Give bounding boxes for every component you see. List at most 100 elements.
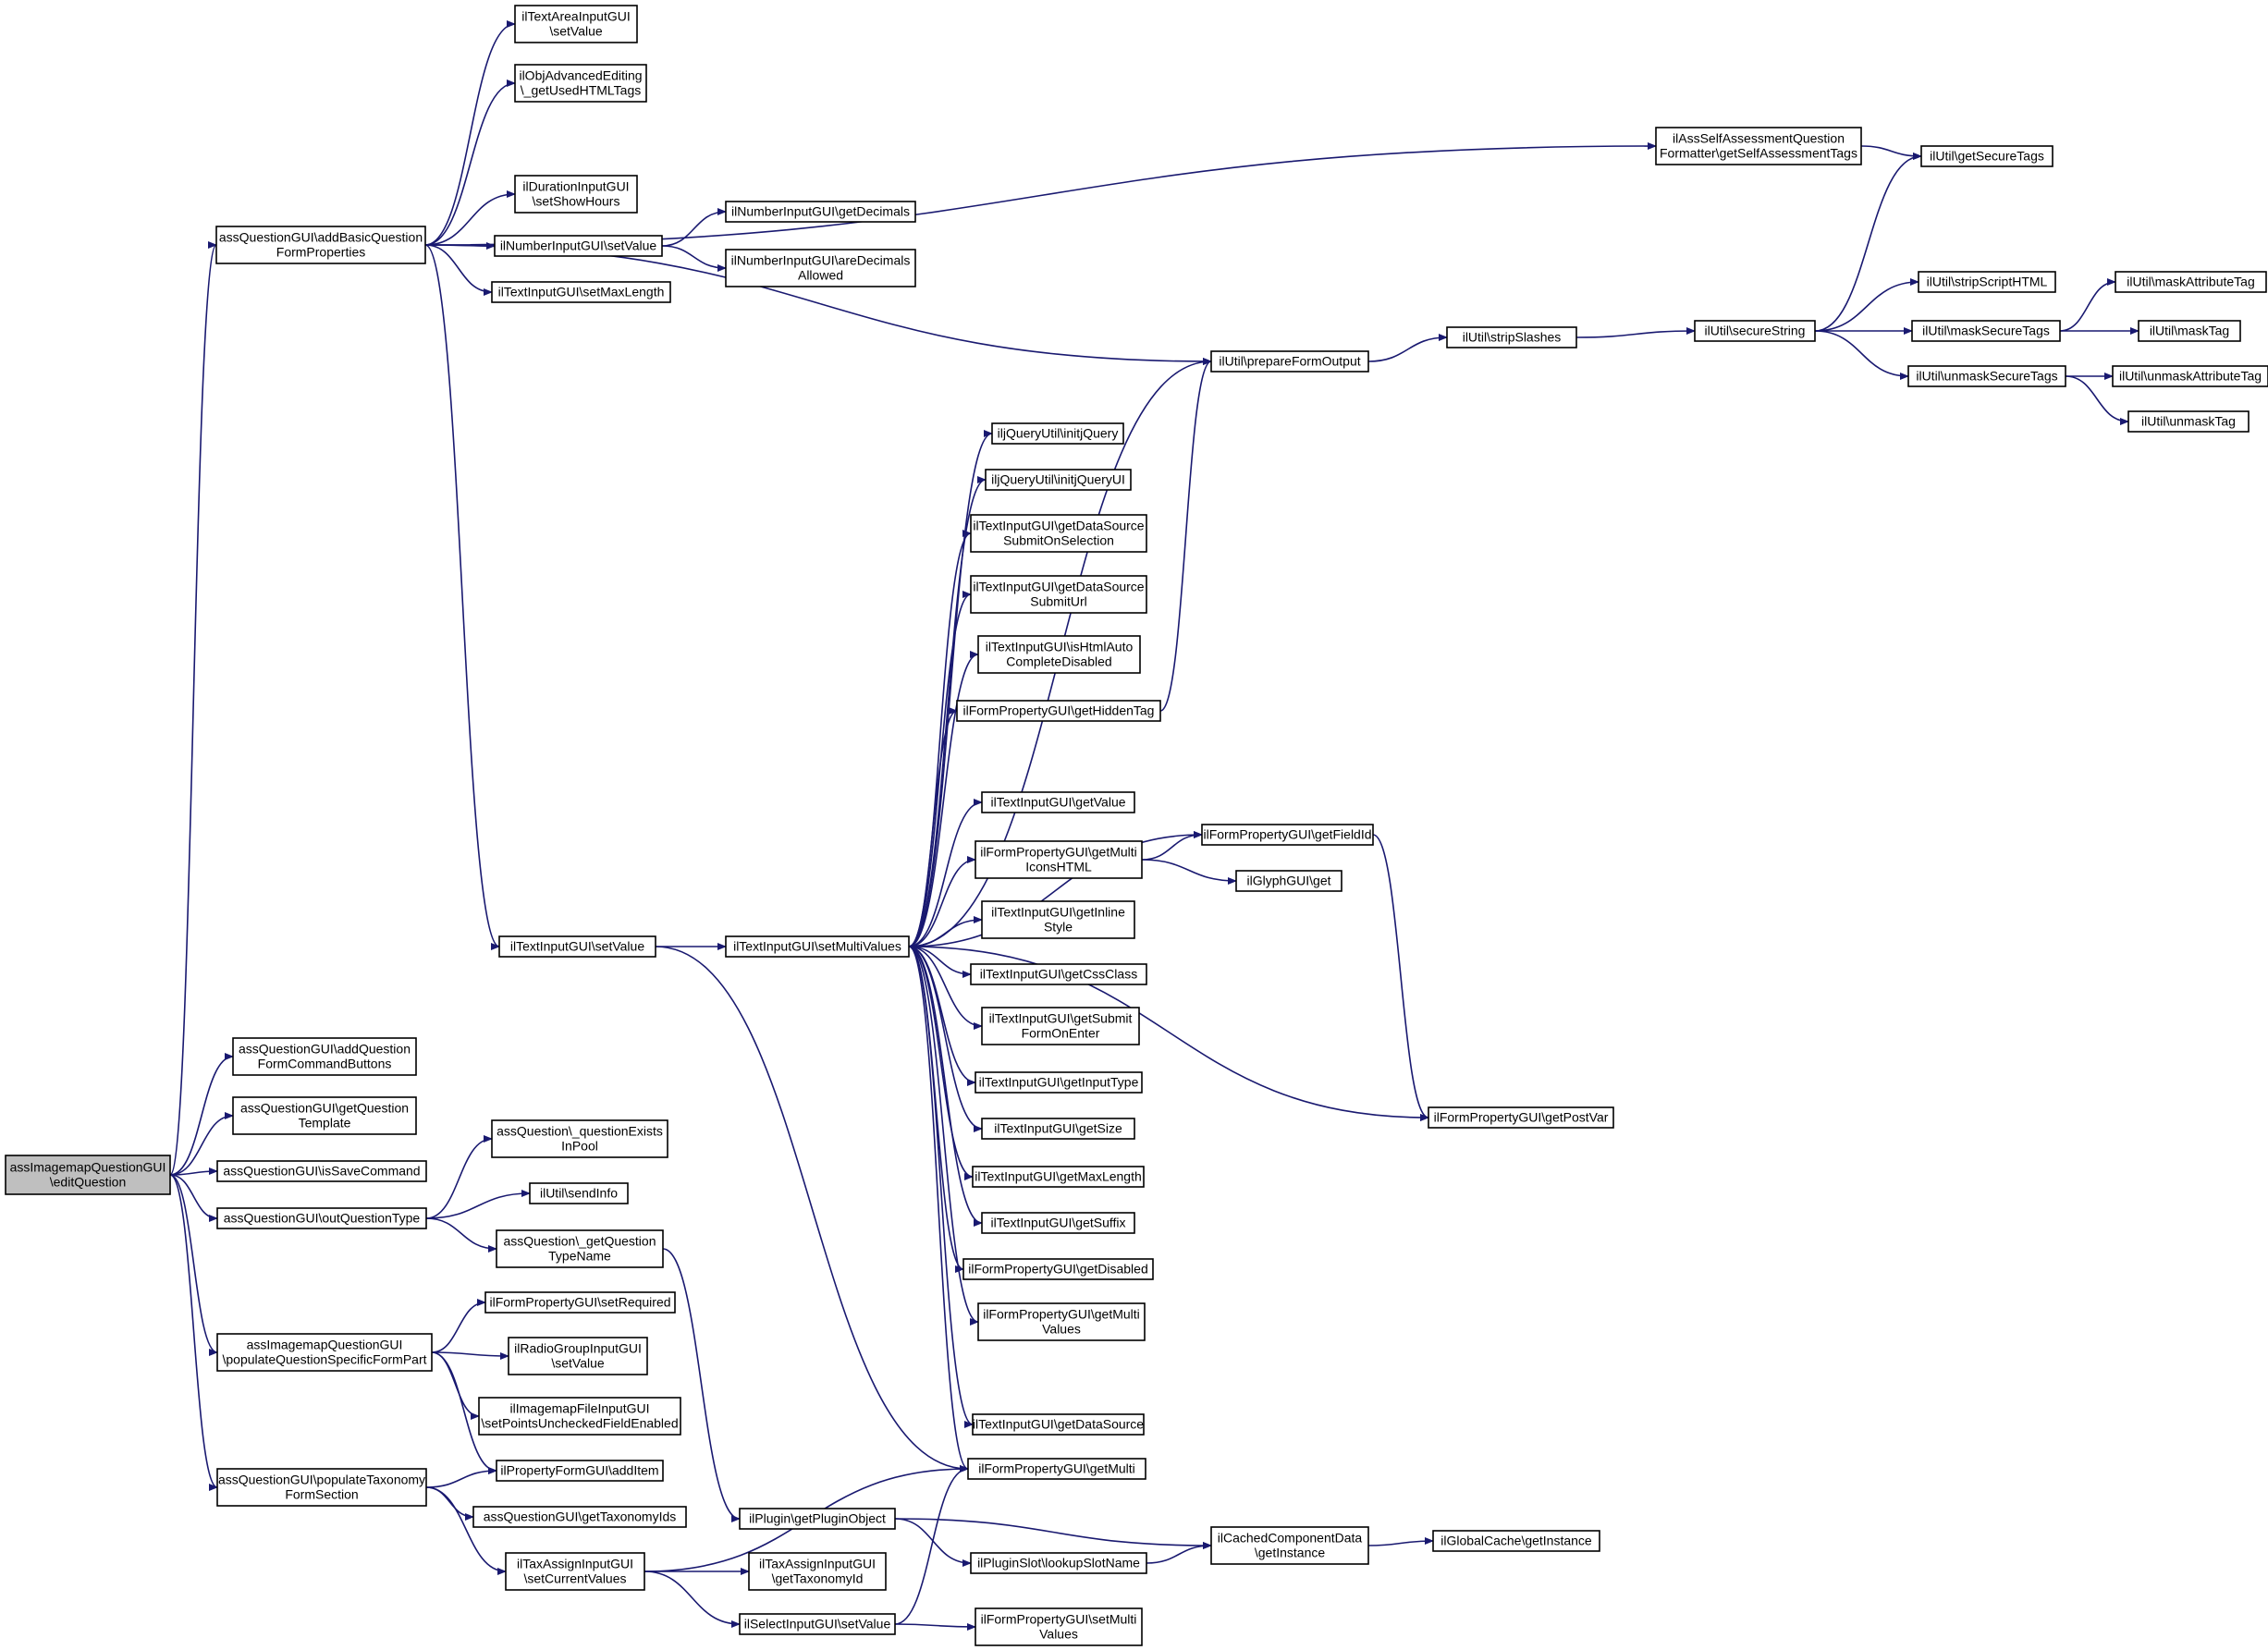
node-numDec[interactable]: ilNumberInputGUI\getDecimals (725, 201, 916, 223)
node-taxIds[interactable]: assQuestionGUI\getTaxonomyIds (472, 1506, 687, 1528)
node-inputType[interactable]: ilTextInputGUI\getInputType (975, 1071, 1143, 1094)
node-label: Style (1044, 920, 1073, 935)
node-addCmd[interactable]: assQuestionGUI\addQuestionFormCommandBut… (232, 1037, 417, 1076)
node-dsSubSel[interactable]: ilTextInputGUI\getDataSourceSubmitOnSele… (970, 514, 1147, 553)
edge-setMulti-to-getSize (908, 946, 983, 1132)
edge-selSet-to-setMultiVals (894, 1622, 976, 1631)
node-addBasic[interactable]: assQuestionGUI\addBasicQuestionFormPrope… (215, 226, 426, 264)
node-label: ilTextInputGUI\getSuffix (990, 1216, 1125, 1230)
edge-setMulti-to-getMaxLen (908, 946, 974, 1180)
node-pluginObj[interactable]: ilPlugin\getPluginObject (739, 1508, 896, 1530)
node-unmaskTag[interactable]: ilUtil\unmaskTag (2127, 410, 2250, 433)
node-isSave[interactable]: assQuestionGUI\isSaveCommand (216, 1160, 427, 1182)
node-box (739, 1613, 896, 1635)
node-setMultiVals[interactable]: ilFormPropertyGUI\setMultiValues (975, 1607, 1143, 1646)
node-setMulti[interactable]: ilTextInputGUI\setMultiValues (725, 935, 910, 958)
node-box (2112, 365, 2268, 387)
node-cached[interactable]: ilCachedComponentData\getInstance (1210, 1526, 1369, 1565)
node-label: ilUtil\maskAttributeTag (2127, 275, 2255, 289)
node-getDS[interactable]: ilTextInputGUI\getDataSource (972, 1413, 1145, 1436)
node-radioSet[interactable]: ilRadioGroupInputGUI\setValue (508, 1337, 648, 1375)
edges-layer (169, 20, 2139, 1631)
node-fieldId[interactable]: ilFormPropertyGUI\getFieldId (1201, 824, 1374, 846)
node-selSet[interactable]: ilSelectInputGUI\setValue (739, 1613, 896, 1635)
node-unmaskSec[interactable]: ilUtil\unmaskSecureTags (1907, 365, 2066, 387)
node-taxSetCur[interactable]: ilTaxAssignInputGUI\setCurrentValues (505, 1552, 645, 1591)
node-stripSl[interactable]: ilUtil\stripSlashes (1446, 326, 1577, 348)
node-slotName[interactable]: ilPluginSlot\lookupSlotName (970, 1552, 1147, 1574)
node-getSize[interactable]: ilTextInputGUI\getSize (981, 1118, 1135, 1140)
node-secStr[interactable]: ilUtil\secureString (1694, 320, 1816, 342)
node-unmaskAttr[interactable]: ilUtil\unmaskAttributeTag (2112, 365, 2268, 387)
node-getMaxLen[interactable]: ilTextInputGUI\getMaxLength (972, 1166, 1145, 1188)
node-secTags[interactable]: ilUtil\getSecureTags (1920, 145, 2053, 167)
node-box (491, 281, 671, 303)
edge-prepForm-to-stripSl (1367, 334, 1448, 362)
edge-multiIcons-to-fieldId (1141, 831, 1203, 861)
node-maskSec[interactable]: ilUtil\maskSecureTags (1911, 320, 2061, 342)
node-durShow[interactable]: ilDurationInputGUI\setShowHours (514, 175, 638, 214)
node-stripScript[interactable]: ilUtil\stripScriptHTML (1918, 271, 2056, 293)
node-outQT[interactable]: assQuestionGUI\outQuestionType (216, 1207, 427, 1229)
node-setRequired[interactable]: ilFormPropertyGUI\setRequired (484, 1291, 676, 1314)
node-getDisabled[interactable]: ilFormPropertyGUI\getDisabled (962, 1258, 1154, 1280)
node-box (1432, 1530, 1600, 1552)
node-cssClass[interactable]: ilTextInputGUI\getCssClass (970, 963, 1147, 985)
node-root[interactable]: assImagemapQuestionGUI\editQuestion (5, 1155, 171, 1195)
node-box (496, 1229, 664, 1268)
edge-secStr-to-stripScript (1814, 278, 1919, 332)
node-maskAttr[interactable]: ilUtil\maskAttributeTag (2115, 271, 2267, 293)
node-sendInfo[interactable]: ilUtil\sendInfo (529, 1182, 629, 1204)
node-getMulti[interactable]: ilFormPropertyGUI\getMulti (967, 1458, 1146, 1480)
node-box (1911, 320, 2061, 342)
node-globalCache[interactable]: ilGlobalCache\getInstance (1432, 1530, 1600, 1552)
node-box (970, 575, 1147, 614)
node-tiMaxLen[interactable]: ilTextInputGUI\setMaxLength (491, 281, 671, 303)
node-box (216, 1160, 427, 1182)
node-selfAssess[interactable]: ilAssSelfAssessmentQuestionFormatter\get… (1655, 127, 1862, 165)
node-box (1918, 271, 2056, 293)
node-label: ilUtil\sendInfo (540, 1186, 618, 1201)
node-prepForm[interactable]: ilUtil\prepareFormOutput (1210, 350, 1369, 373)
node-tiSetVal[interactable]: ilTextInputGUI\setValue (498, 935, 656, 958)
node-postVar[interactable]: ilFormPropertyGUI\getPostVar (1428, 1106, 1614, 1129)
node-advTags[interactable]: ilObjAdvancedEditing\_getUsedHTMLTags (514, 64, 647, 103)
node-tiGetVal[interactable]: ilTextInputGUI\getValue (981, 791, 1135, 813)
node-box (484, 1291, 676, 1314)
node-getSuffix[interactable]: ilTextInputGUI\getSuffix (981, 1212, 1135, 1234)
node-label: InPool (561, 1139, 598, 1154)
node-label: ilFormPropertyGUI\setRequired (489, 1295, 670, 1310)
node-label: FormCommandButtons (258, 1057, 392, 1071)
node-popQS[interactable]: assImagemapQuestionGUI\populateQuestionS… (216, 1333, 433, 1372)
node-imgFile[interactable]: ilImagemapFileInputGUI\setPointsUnchecke… (478, 1397, 681, 1436)
node-taSet[interactable]: ilTextAreaInputGUI\setValue (514, 5, 638, 43)
edge-popTax-to-taxIds (425, 1486, 474, 1521)
node-hiddenTag[interactable]: ilFormPropertyGUI\getHiddenTag (956, 700, 1161, 722)
node-taxGetId[interactable]: ilTaxAssignInputGUI\getTaxonomyId (748, 1552, 887, 1591)
node-jq[interactable]: iljQueryUtil\initjQuery (991, 422, 1124, 445)
edge-outQT-to-sendInfo (425, 1190, 531, 1219)
edge-addBasic-to-taSet (424, 20, 516, 246)
node-htmlAuto[interactable]: ilTextInputGUI\isHtmlAutoCompleteDisable… (977, 635, 1141, 674)
edge-hiddenTag-to-prepForm (1159, 358, 1212, 712)
edge-setMulti-to-htmlAuto (908, 651, 979, 947)
node-jqui[interactable]: iljQueryUtil\initjQueryUI (985, 469, 1132, 491)
node-box (981, 900, 1135, 939)
node-maskTag[interactable]: ilUtil\maskTag (2138, 320, 2241, 342)
node-label: ilDurationInputGUI (522, 179, 629, 194)
edge-setMulti-to-getMultiVals (908, 946, 979, 1326)
node-glyph[interactable]: ilGlyphGUI\get (1235, 870, 1342, 892)
node-addItem[interactable]: ilPropertyFormGUI\addItem (496, 1460, 664, 1482)
node-label: ilTextInputGUI\setValue (510, 939, 644, 954)
node-popTax[interactable]: assQuestionGUI\populateTaxonomyFormSecti… (216, 1468, 427, 1507)
node-numSet[interactable]: ilNumberInputGUI\setValue (494, 235, 663, 257)
